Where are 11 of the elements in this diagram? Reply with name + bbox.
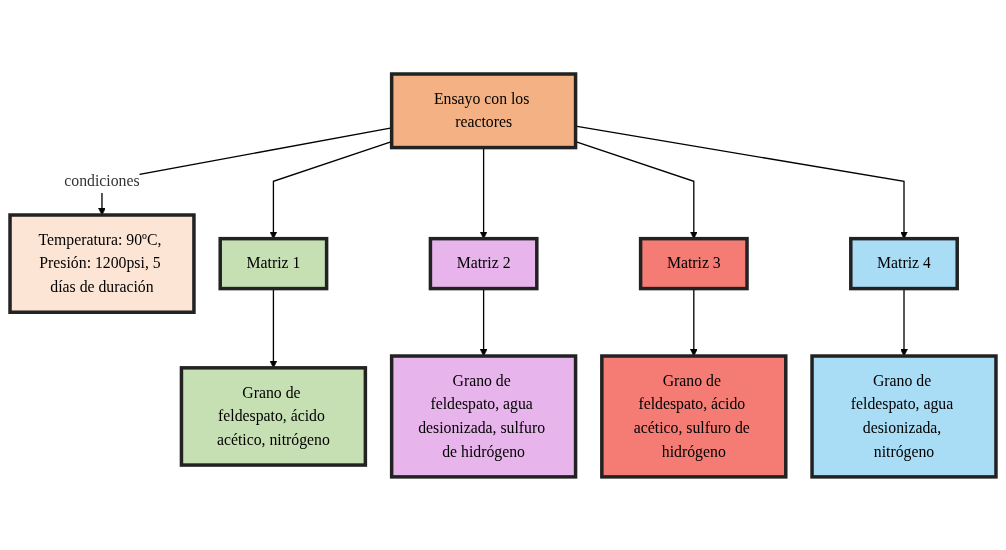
node-box: Grano de feldespato, ácido acético, nitrógeno <box>179 365 368 467</box>
node-box: Grano de feldespato, ácido acético, sulfuro de hidrógeno <box>600 353 788 479</box>
edge-label: condiciones <box>64 171 140 190</box>
node-box: Grano de feldespato, agua desionizada, nitrógeno <box>810 353 998 479</box>
node-box: Grano de feldespato, agua desionizada, sulfuro de hidrógeno <box>389 353 578 479</box>
node-box: Matriz 4 <box>849 236 959 290</box>
node-box: Ensayo con los reactores <box>389 71 578 149</box>
node-box: Matriz 3 <box>638 236 749 290</box>
node-box: Matriz 1 <box>218 236 329 290</box>
node-box: Temperatura: 90ºC, Presión: 1200psi, 5 días de duración <box>8 212 196 314</box>
node-box: Matriz 2 <box>428 236 539 290</box>
